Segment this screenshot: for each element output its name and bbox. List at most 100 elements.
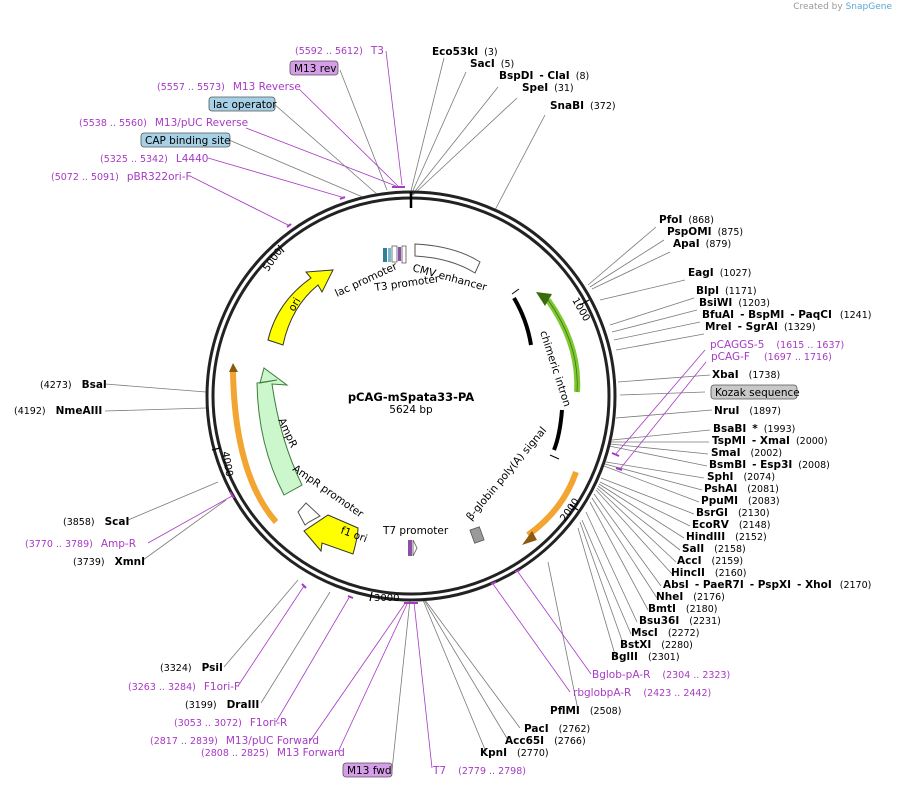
enzyme-bsai: (4273)BsaI <box>40 379 107 391</box>
ampr-outer-arrowhead <box>229 363 238 372</box>
primer-m13-puc-forward: (2817 .. 2839)M13/pUC Forward <box>150 735 319 747</box>
m13-fwd-box: M13 fwd <box>342 762 393 778</box>
ori-label: ori <box>286 296 303 314</box>
m13-rev-box: M13 rev <box>289 60 339 76</box>
right-enzyme-labels: PfoI(868) PspOMI(875) ApaI(879) EagI(102… <box>480 214 871 759</box>
ori-arrow <box>267 269 334 346</box>
primer-pbr322ori-f: (5072 .. 5091)pBR322ori-F <box>51 171 192 183</box>
m13-fwd-mark <box>408 540 412 556</box>
enzyme-kpni: KpnI(2770) <box>480 747 549 759</box>
credit-prefix: Created by <box>793 2 843 12</box>
enzyme-bglii: BglII(2301) <box>611 651 680 663</box>
enzyme-pspomi: PspOMI(875) <box>667 226 743 238</box>
connector-lines <box>104 57 713 771</box>
primer-t3: (5592 .. 5612)T3 <box>295 45 384 57</box>
primer-m13-puc-reverse: (5538 .. 5560)M13/pUC Reverse <box>79 117 248 129</box>
tick-3000: 3000 <box>374 593 399 604</box>
primer-pcagf: pCAG-F(1697 .. 1716) <box>711 351 832 363</box>
gray-feature-box <box>469 526 485 544</box>
primer-bglob-pa-r: Bglob-pA-R(2304 .. 2323) <box>592 669 730 681</box>
primer-f1ori-f: (3263 .. 3284)F1ori-F <box>128 681 240 693</box>
primer-m13-forward: (2808 .. 2825)M13 Forward <box>201 747 345 759</box>
primer-lines <box>147 50 707 769</box>
enzyme-acci: AccI(2159) <box>677 555 743 567</box>
primer-t7: T7(2779 .. 2798) <box>432 765 526 777</box>
enzyme-apai: ApaI(879) <box>673 238 731 250</box>
cap-site-label: CAP binding site <box>145 135 231 147</box>
ampr-promoter-arrow <box>297 502 321 526</box>
t3-promoter-arrow <box>401 245 407 264</box>
enzyme-blpi: BlpI(1171) <box>696 285 757 297</box>
lac-operator-label: lac operator <box>213 99 277 111</box>
bglobin-polya-arrowhead <box>522 531 537 545</box>
m13-rev-label: M13 rev <box>294 63 337 75</box>
enzyme-pfoi: PfoI(868) <box>659 214 714 226</box>
enzyme-absi-paer7i-pspxi-xhoi: AbsI- PaeR7I- PspXI- XhoI(2170) <box>663 579 871 591</box>
left-labels: (5592 .. 5612)T3 M13 rev (5557 .. 5573)M… <box>14 45 526 778</box>
primer-l4440: (5325 .. 5342)L4440 <box>100 153 208 165</box>
enzyme-snabi: SnaBI(372) <box>550 100 616 112</box>
lac-operator-mark <box>383 248 387 262</box>
enzyme-bsabi: BsaBI*(1993) <box>713 423 795 435</box>
t7-promoter-label: T7 promoter <box>382 525 449 537</box>
primer-f1ori-r: (3053 .. 3072)F1ori-R <box>174 717 287 729</box>
m13-rev-mark <box>398 247 401 261</box>
enzyme-eco53ki: Eco53kI(3) <box>432 46 498 58</box>
plasmid-name: pCAG-mSpata33-PA <box>348 390 474 404</box>
t7-promoter-arrow <box>412 539 418 557</box>
ampr-outer-arc <box>230 371 279 524</box>
enzyme-mrei-sgrai: MreI- SgrAI(1329) <box>705 321 816 333</box>
enzyme-nhei: NheI(2176) <box>656 591 725 603</box>
primer-marks <box>229 186 623 604</box>
primer-rbglobpa-r: rbglobpA-R(2423 .. 2442) <box>573 687 711 699</box>
enzyme-hindiii: HindIII(2152) <box>686 531 767 543</box>
enzyme-scai: (3858)ScaI <box>63 516 129 528</box>
enzyme-pflmi: PflMI(2508) <box>550 705 621 717</box>
cap-site-mark <box>388 248 391 262</box>
primer-m13-reverse: (5557 .. 5573)M13 Reverse <box>157 81 301 93</box>
cmv-enhancer-arrow <box>414 243 481 274</box>
snapgene-credit: Created by SnapGene <box>793 2 892 12</box>
enzyme-bsiwi: BsiWI(1203) <box>699 297 770 309</box>
primer-pcaggs5: pCAGGS-5(1615 .. 1637) <box>710 339 844 351</box>
enzyme-bsmbi-esp3i: BsmBI- Esp3I(2008) <box>709 459 830 471</box>
enzyme-nrui: NruI(1897) <box>714 405 781 417</box>
enzyme-bspdi-clai: BspDI- ClaI(8) <box>499 70 589 82</box>
ampr-arrow <box>256 367 303 496</box>
bglobin-polya-arc <box>526 471 579 538</box>
enzyme-ecorv: EcoRV(2148) <box>692 519 770 531</box>
f1-ori-arrow <box>303 514 359 555</box>
feature-arcs <box>229 243 581 557</box>
plasmid-backbone <box>205 190 617 602</box>
enzyme-nmeaiii: (4192)NmeAIII <box>14 405 102 417</box>
enzyme-ppumi: PpuMI(2083) <box>701 495 780 507</box>
enzyme-msci: MscI(2272) <box>631 627 699 639</box>
enzyme-xbai: XbaI(1738) <box>712 369 780 381</box>
enzyme-paci: PacI(2762) <box>524 723 590 735</box>
bglobin-arc <box>552 409 564 451</box>
enzyme-sphi: SphI(2074) <box>707 471 775 483</box>
enzyme-saci: SacI(5) <box>470 58 514 70</box>
enzyme-psii: (3324)PsiI <box>160 662 223 674</box>
enzyme-bsrgi: BsrGI(2130) <box>696 507 770 519</box>
enzyme-draiii: (3199)DraIII <box>185 699 259 711</box>
top-enzyme-labels: Eco53kI(3) SacI(5) BspDI- ClaI(8) SpeI(3… <box>432 46 616 112</box>
cmv-promoter-arc <box>512 296 533 346</box>
kozak-box: Kozak sequence <box>710 384 800 400</box>
enzyme-sali: SalI(2158) <box>682 543 746 555</box>
enzyme-pshai: PshAI(2081) <box>704 483 779 495</box>
kozak-label: Kozak sequence <box>715 387 800 399</box>
enzyme-hincii: HincII(2160) <box>671 567 747 579</box>
enzyme-eagi: EagI(1027) <box>688 267 751 279</box>
enzyme-smai: SmaI(2002) <box>711 447 782 459</box>
bglobin-polya-label: β-globin poly(A) signal <box>464 425 549 523</box>
enzyme-tspmi-xmai: TspMI- XmaI(2000) <box>712 435 828 447</box>
m13-fwd-label: M13 fwd <box>347 765 392 777</box>
tick-4000: 4000 <box>219 451 234 478</box>
enzyme-bstxi: BstXI(2280) <box>620 639 693 651</box>
primer-amp-r: (3770 .. 3789)Amp-R <box>25 538 136 550</box>
enzyme-acc65i: Acc65I(2766) <box>505 735 586 747</box>
chimeric-intron-arrowhead <box>536 292 552 306</box>
cap-site-box: CAP binding site <box>140 132 231 148</box>
